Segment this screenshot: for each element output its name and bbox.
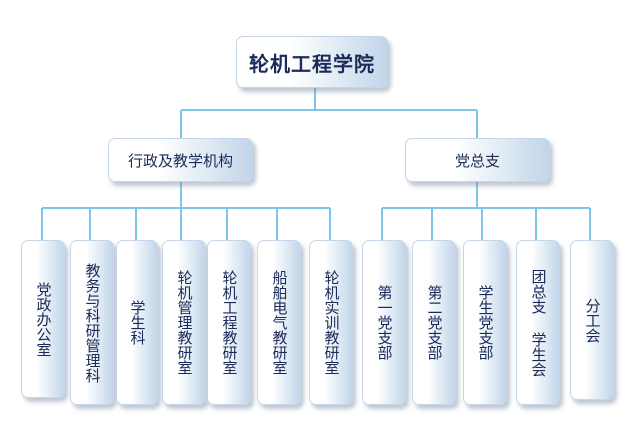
unit-label: 第一党支部 [375,285,394,360]
branch-admin: 行政及教学机构 [108,138,253,182]
unit-label: 轮机实训教研室 [322,270,341,375]
unit-youth-league-student-union: 团总支 学生会 [516,240,560,405]
root-node: 轮机工程学院 [236,36,388,88]
unit-marine-mgmt-lab: 轮机管理教研室 [162,240,206,405]
branch-party: 党总支 [405,138,550,182]
unit-label: 教务与科研管理科 [83,262,102,383]
unit-student-branch: 学生党支部 [463,240,507,405]
root-label: 轮机工程学院 [249,51,375,76]
unit-label: 船舶电气教研室 [270,270,289,375]
unit-first-branch: 第一党支部 [362,240,406,405]
unit-trade-union: 分工会 [570,240,614,400]
unit-label: 学生党支部 [476,285,495,360]
unit-label: 学生科 [128,300,147,345]
unit-label: 轮机工程教研室 [220,270,239,375]
unit-second-branch: 第二党支部 [412,240,456,405]
unit-ship-electrical-lab: 船舶电气教研室 [257,240,301,405]
branch-admin-label: 行政及教学机构 [127,151,233,170]
unit-student-affairs: 学生科 [116,240,158,405]
unit-label: 团总支 学生会 [529,268,548,377]
unit-label: 分工会 [583,297,602,343]
branch-party-label: 党总支 [454,151,500,170]
unit-party-admin-office: 党政办公室 [21,240,65,398]
unit-marine-eng-lab: 轮机工程教研室 [207,240,251,405]
unit-marine-training-lab: 轮机实训教研室 [309,240,353,405]
unit-label: 党政办公室 [34,281,53,357]
unit-academic-research: 教务与科研管理科 [70,240,114,405]
unit-label: 第二党支部 [425,285,444,360]
unit-label: 轮机管理教研室 [175,270,194,375]
